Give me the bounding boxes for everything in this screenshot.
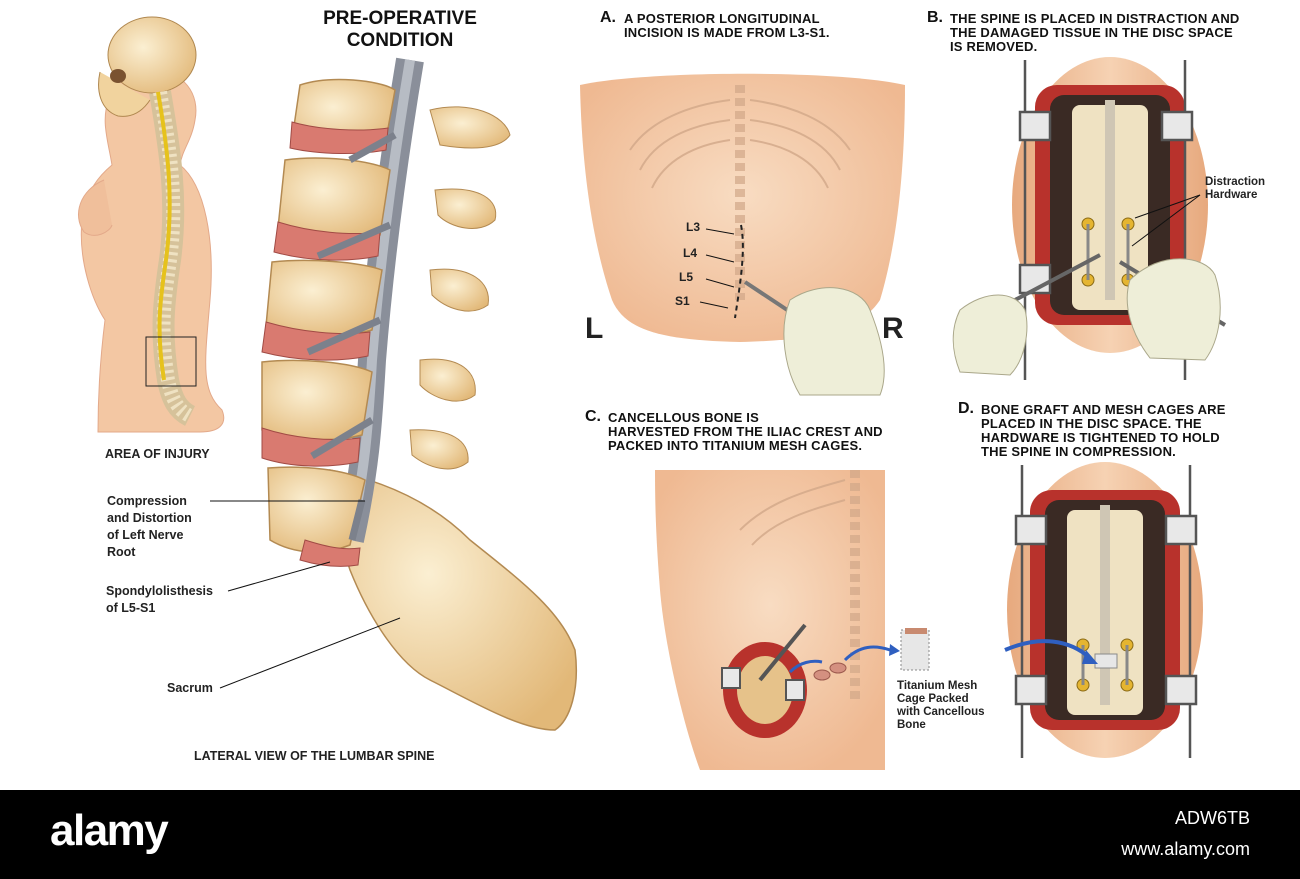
left-side-marker: L	[585, 312, 604, 345]
label-spondylolisthesis: Spondylolisthesis of L5-S1	[106, 584, 213, 615]
vertebra-label-l5: L5	[679, 270, 694, 284]
area-of-injury-label: AREA OF INJURY	[105, 447, 210, 461]
panel-d-letter: D.	[958, 400, 974, 417]
skull-icon	[107, 16, 197, 94]
left-gloved-hand-icon	[952, 294, 1028, 376]
area-of-injury-box	[145, 336, 197, 387]
vertebra-label-s1: S1	[675, 294, 690, 308]
placement-arrow-icon	[1004, 639, 1092, 660]
vertebra-label-l3: L3	[686, 220, 701, 234]
alamy-logo: alamy	[50, 806, 169, 855]
panel-b-letter: B.	[927, 9, 943, 26]
panel-c-caption: CANCELLOUS BONE IS HARVESTED FROM THE IL…	[608, 410, 883, 453]
right-gloved-hand-icon	[1126, 258, 1221, 361]
panel-a-letter: A.	[600, 9, 616, 26]
preop-title: PRE-OPERATIVE CONDITION	[323, 8, 477, 51]
forceps-icon	[1014, 253, 1101, 302]
panel-b-caption: THE SPINE IS PLACED IN DISTRACTION AND T…	[950, 11, 1240, 54]
footer-url: www.alamy.com	[1121, 839, 1250, 859]
label-distraction-hardware: Distraction Hardware	[1205, 176, 1266, 201]
label-titanium-mesh-cage: Titanium Mesh Cage Packed with Cancellou…	[897, 680, 985, 731]
panel-d-caption: BONE GRAFT AND MESH CAGES ARE PLACED IN …	[981, 402, 1226, 459]
panel-a-caption: A POSTERIOR LONGITUDINAL INCISION IS MAD…	[624, 11, 830, 40]
lateral-view-caption: LATERAL VIEW OF THE LUMBAR SPINE	[194, 749, 435, 763]
right-side-marker: R	[882, 312, 904, 345]
vertebra-label-l4: L4	[683, 246, 698, 260]
panel-c-letter: C.	[585, 408, 601, 425]
label-sacrum: Sacrum	[167, 681, 213, 695]
watermark-footer-bar: alamy ADW6TB www.alamy.com	[0, 790, 1300, 879]
titanium-mesh-cage-icon	[900, 629, 930, 671]
image-id: ADW6TB	[1174, 808, 1250, 828]
gloved-hand-icon	[783, 287, 885, 396]
label-compression-nerve-root: Compression and Distortion of Left Nerve…	[107, 494, 192, 559]
